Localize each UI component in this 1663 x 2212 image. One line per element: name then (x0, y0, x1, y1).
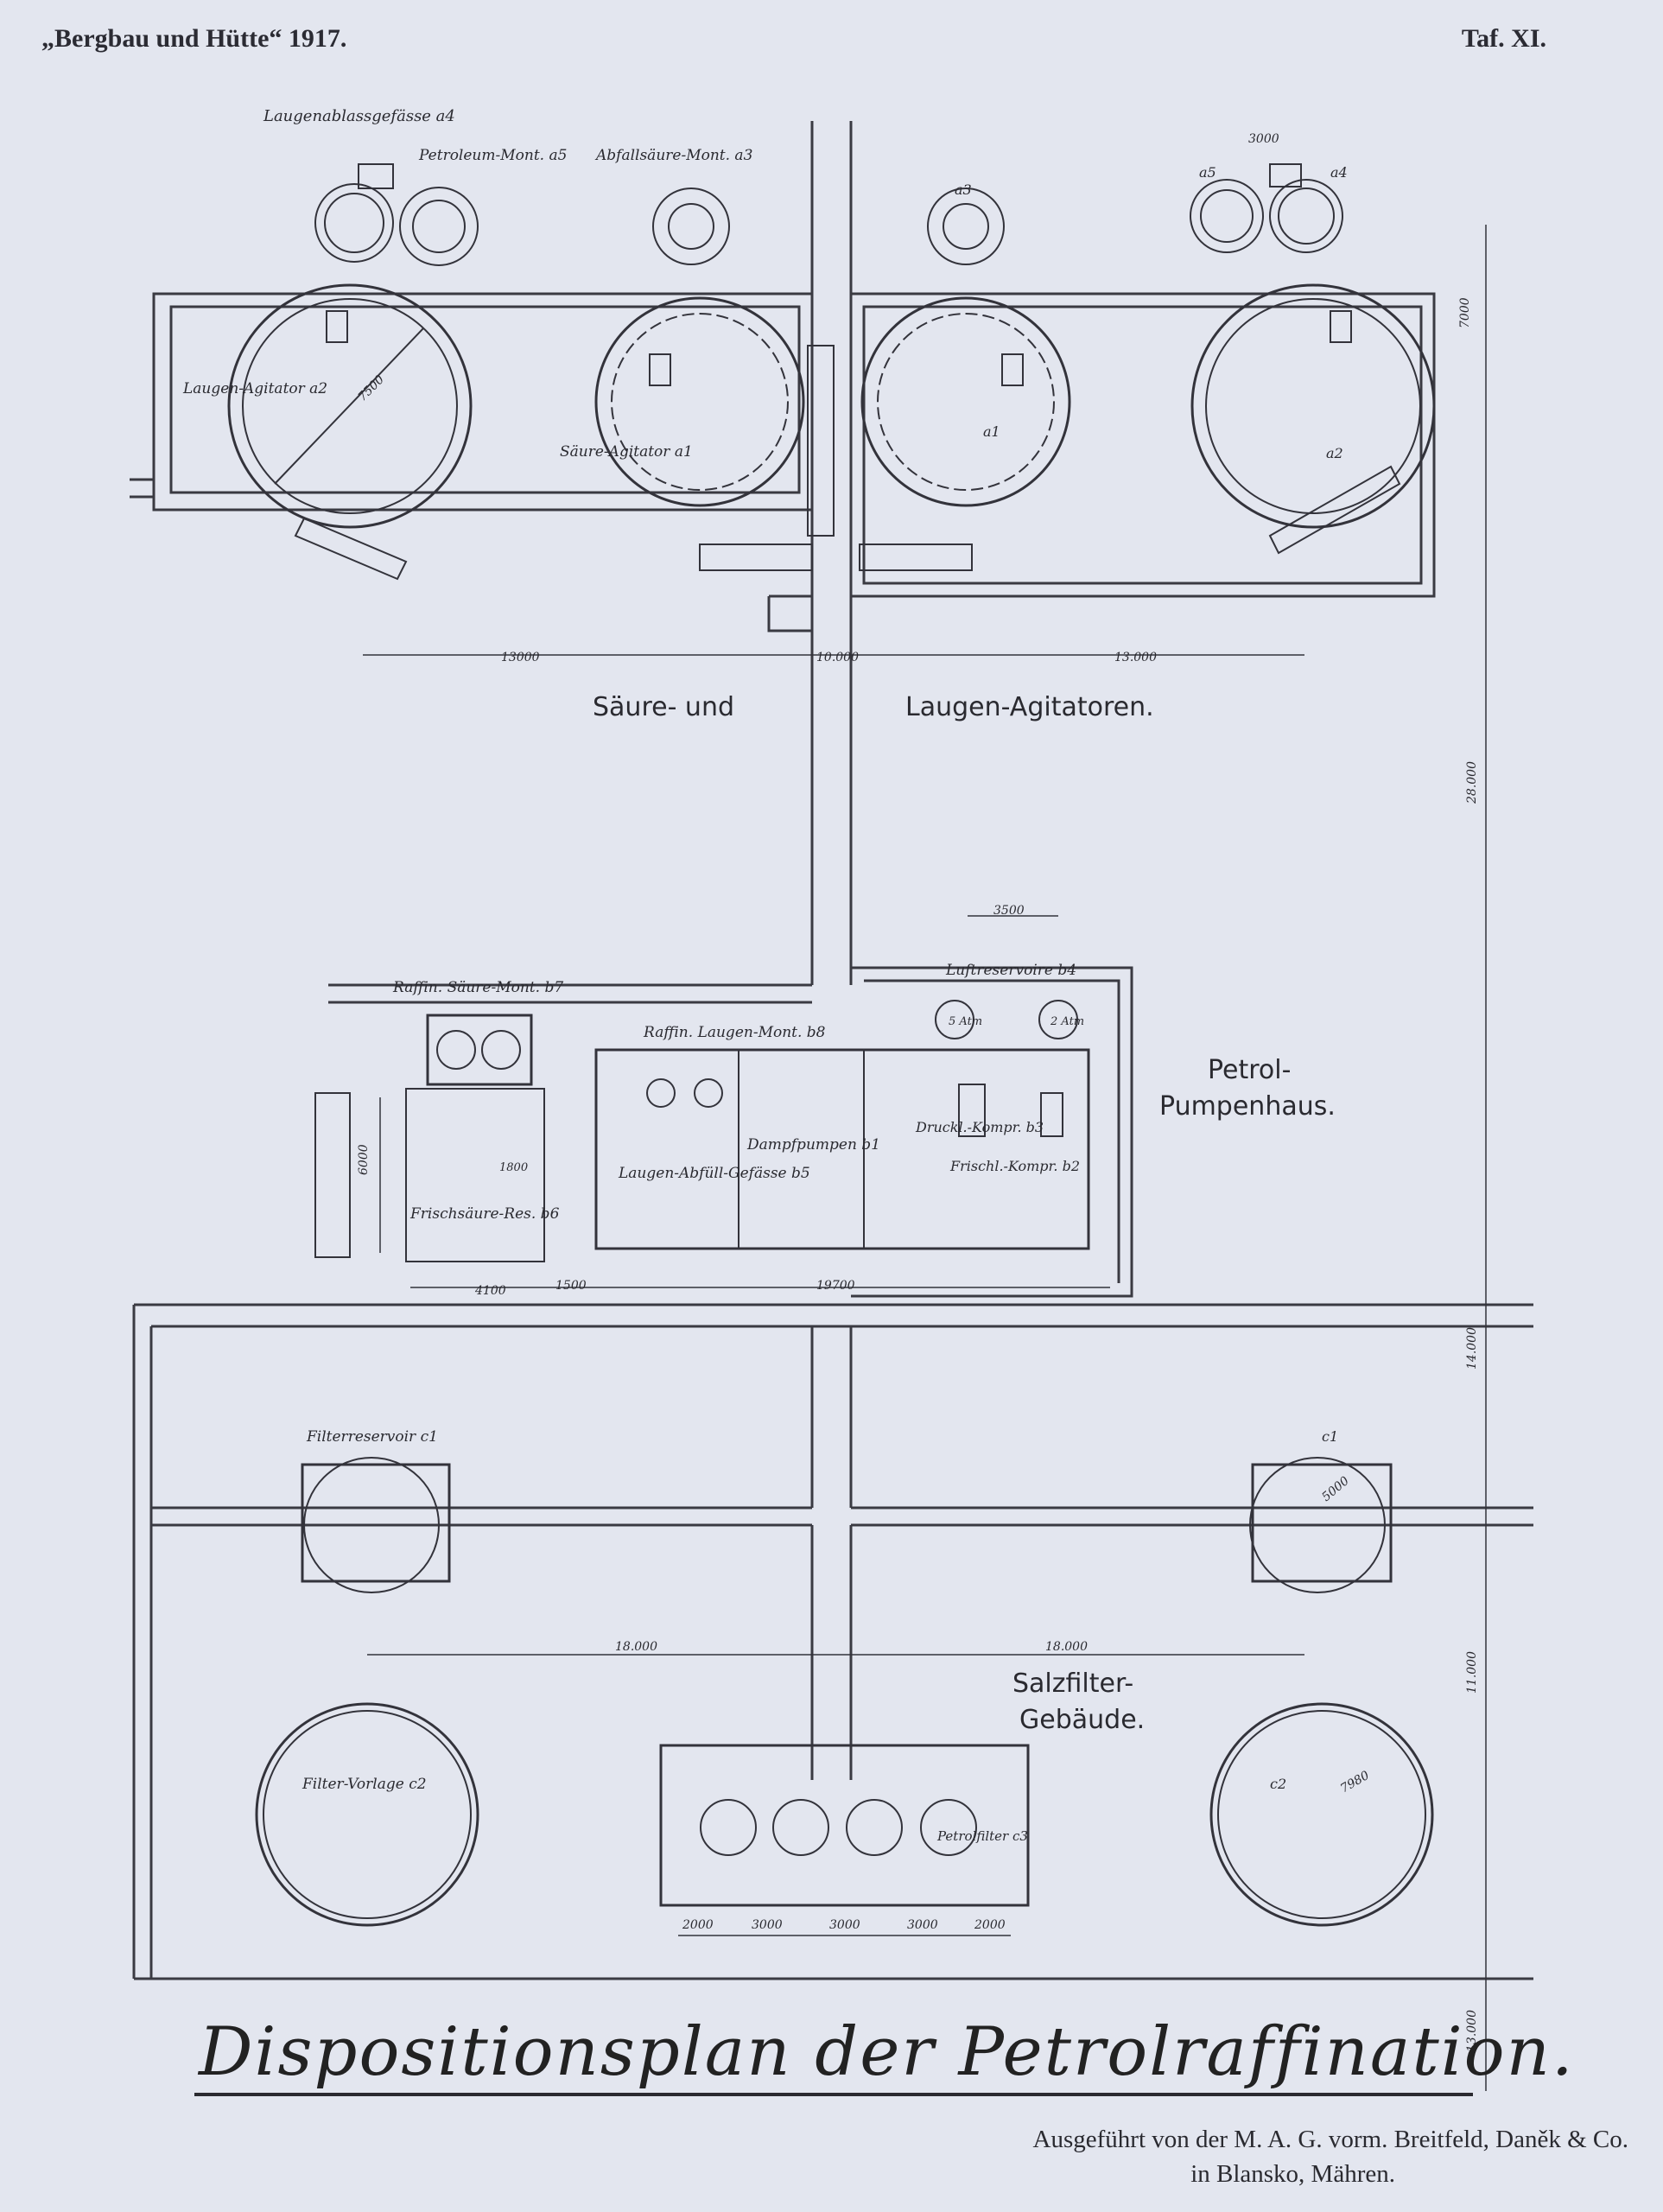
label-d7980: 7980 (1338, 1769, 1372, 1796)
label-d1500: 1500 (555, 1279, 587, 1293)
label-c1: Filterreservoir c1 (306, 1428, 438, 1446)
journal-header: „Bergbau und Hütte“ 1917. (41, 24, 347, 53)
label-atm2: 2 Atm (1050, 1015, 1084, 1028)
label-d7500: 7500 (356, 372, 388, 404)
section-label-pumpenhaus-1: Petrol- (1208, 1055, 1292, 1085)
label-a5: Petroleum-Mont. a5 (418, 147, 567, 164)
drawing-title: Dispositionsplan der Petrolraffination. (199, 2013, 1575, 2091)
label-b2: Frischl.-Kompr. b2 (949, 1158, 1080, 1174)
label-b8: Raffin. Laugen-Mont. b8 (643, 1024, 826, 1041)
label-c1_short: c1 (1322, 1428, 1338, 1445)
label-b4: Luftreservoire b4 (945, 962, 1076, 979)
label-a1: Säure-Agitator a1 (560, 443, 693, 461)
label-d1800: 1800 (499, 1161, 528, 1174)
pump-house-equipment (314, 1000, 1090, 1262)
label-d5000: 5000 (1319, 1474, 1352, 1504)
label-d28000: 28.000 (1465, 761, 1479, 804)
drawing-labels: Laugenablassgefässe a4 Petroleum-Mont. a5… (182, 107, 1479, 2052)
label-d3000a: 3000 (752, 1918, 783, 1932)
label-d14000: 14.000 (1465, 1327, 1479, 1370)
label-d3000: 3000 (1248, 132, 1279, 146)
label-a2_short: a2 (1326, 445, 1343, 461)
section-label-salzfilter-1: Salzfilter- (1012, 1669, 1134, 1699)
title-underline (194, 2093, 1473, 2096)
label-d3500: 3500 (993, 904, 1025, 918)
label-d10000: 10.000 (816, 651, 859, 664)
section-label-agitatoren-2: Laugen-Agitatoren. (905, 692, 1154, 722)
label-c2_short: c2 (1270, 1776, 1286, 1792)
label-d7000: 7000 (1458, 297, 1472, 328)
agitator-tanks (227, 283, 1436, 581)
label-d4100: 4100 (474, 1284, 506, 1298)
label-d13000c: 13.000 (1465, 2010, 1479, 2052)
label-a2: Laugen-Agitator a2 (182, 380, 327, 397)
credit-line-1: Ausgeführt von der M. A. G. vorm. Breitf… (1032, 2126, 1628, 2153)
label-a4_short: a4 (1330, 164, 1348, 181)
label-d18000b: 18.000 (1045, 1640, 1088, 1654)
label-b3: Druckl.-Kompr. b3 (915, 1119, 1044, 1135)
dimension-lines (363, 225, 1487, 2091)
label-d11000: 11.000 (1465, 1651, 1479, 1694)
section-label-agitatoren-1: Säure- und (593, 692, 735, 722)
label-a1_short: a1 (983, 423, 1000, 440)
label-d6000: 6000 (357, 1144, 371, 1175)
label-d3000c: 3000 (907, 1918, 938, 1932)
label-d18000a: 18.000 (615, 1640, 657, 1654)
label-d19700: 19700 (816, 1279, 855, 1293)
label-b5: Laugen-Abfüll-Gefässe b5 (618, 1165, 810, 1182)
credit-line-2: in Blansko, Mähren. (1190, 2160, 1395, 2188)
plate-number: Taf. XI. (1461, 24, 1546, 53)
label-d3000b: 3000 (829, 1918, 860, 1932)
label-b7: Raffin. Säure-Mont. b7 (392, 979, 563, 996)
top-vessels (314, 163, 1343, 266)
label-atm1: 5 Atm (949, 1015, 982, 1028)
label-a3: Abfallsäure-Mont. a3 (594, 147, 752, 164)
section-label-salzfilter-2: Gebäude. (1019, 1705, 1146, 1735)
label-d2000a: 2000 (682, 1918, 714, 1932)
section-label-pumpenhaus-2: Pumpenhaus. (1159, 1091, 1336, 1122)
label-a3_short: a3 (955, 181, 972, 198)
label-d2000b: 2000 (974, 1918, 1006, 1932)
label-a4: Laugenablassgefässe a4 (263, 107, 455, 125)
label-d13000b: 13.000 (1114, 651, 1157, 664)
label-d13000a: 13000 (501, 651, 540, 664)
label-a5_short: a5 (1199, 164, 1216, 181)
label-b6: Frischsäure-Res. b6 (409, 1205, 560, 1223)
label-b1: Dampfpumpen b1 (746, 1136, 880, 1154)
label-c3: Petrolfilter c3 (936, 1828, 1028, 1844)
salzfilter-equipment (255, 1457, 1434, 1927)
label-c2: Filter-Vorlage c2 (301, 1776, 427, 1793)
